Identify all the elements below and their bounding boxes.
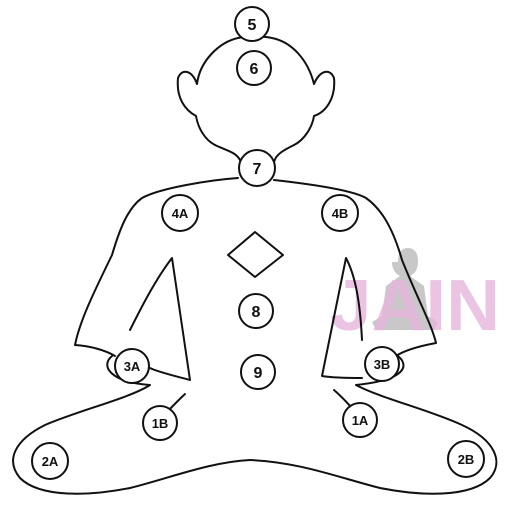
point-1a-label: 1A xyxy=(352,413,369,428)
point-7-label: 7 xyxy=(253,161,262,178)
neck-right xyxy=(274,145,294,162)
point-8-label: 8 xyxy=(252,304,261,321)
point-7: 7 xyxy=(239,150,275,186)
heart-diamond-icon xyxy=(228,232,283,277)
point-3a: 3A xyxy=(115,349,149,383)
point-1b-label: 1B xyxy=(152,416,169,431)
watermark-text: JAIN xyxy=(330,266,500,346)
point-8: 8 xyxy=(239,294,273,328)
point-4a: 4A xyxy=(162,195,198,231)
point-3a-label: 3A xyxy=(124,359,141,374)
point-9: 9 xyxy=(241,355,275,389)
point-4b-label: 4B xyxy=(332,206,349,221)
point-9-label: 9 xyxy=(254,365,263,382)
point-4a-label: 4A xyxy=(172,206,189,221)
point-3b: 3B xyxy=(365,347,399,381)
point-2b-label: 2B xyxy=(458,452,475,467)
point-5-label: 5 xyxy=(248,17,257,34)
point-1a: 1A xyxy=(343,403,377,437)
neck-left xyxy=(215,145,240,160)
point-5: 5 xyxy=(235,7,269,41)
point-2a-label: 2A xyxy=(42,454,59,469)
point-6: 6 xyxy=(237,51,271,85)
watermark: JAIN xyxy=(330,248,500,346)
point-6-label: 6 xyxy=(250,61,259,78)
point-2b: 2B xyxy=(448,441,484,477)
point-2a: 2A xyxy=(32,443,68,479)
point-4b: 4B xyxy=(322,195,358,231)
point-3b-label: 3B xyxy=(374,357,391,372)
point-1b: 1B xyxy=(143,406,177,440)
